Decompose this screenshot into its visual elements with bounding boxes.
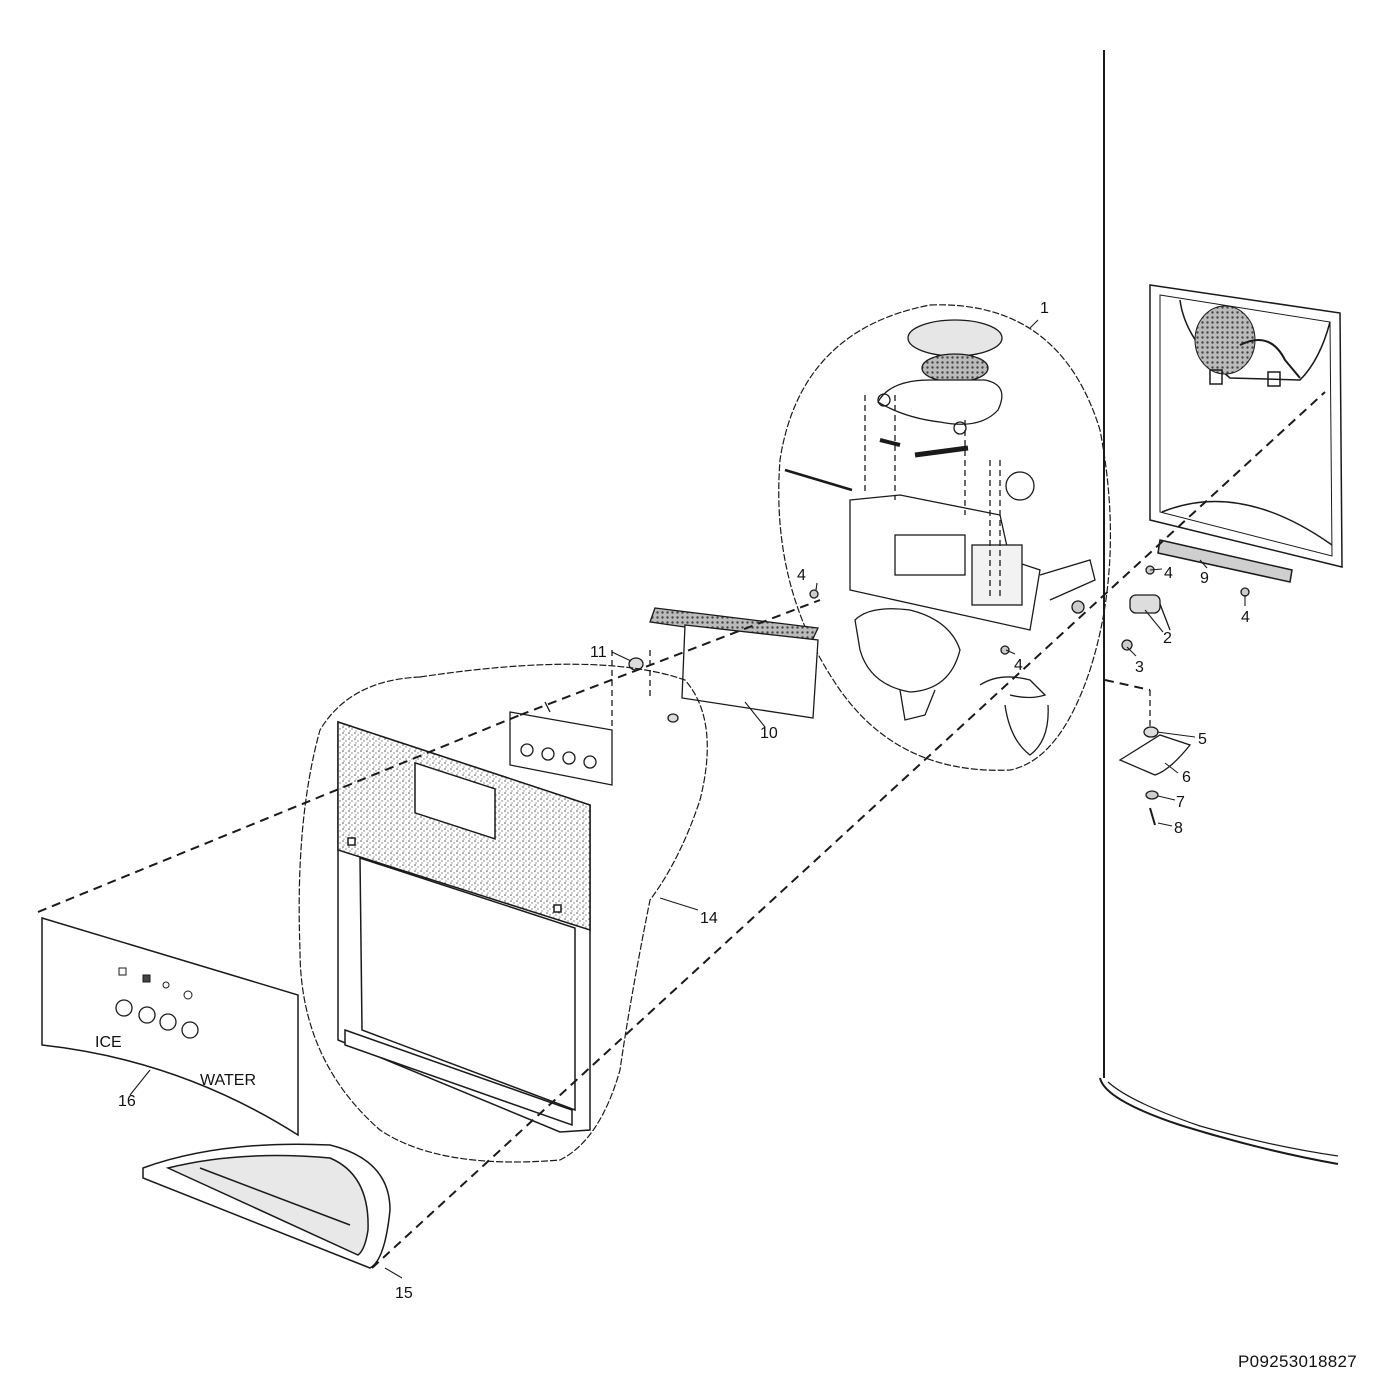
part-10-panel xyxy=(649,607,819,719)
panel-buttons xyxy=(115,999,199,1039)
callout-4-right-top: 4 xyxy=(1164,565,1173,582)
part-14-group-outline xyxy=(298,663,708,1163)
callout-4-right-bottom: 4 xyxy=(1241,609,1250,626)
dispenser-mechanism-assembly xyxy=(784,319,1096,756)
panel-crushed-ice-icon xyxy=(142,974,151,983)
dispenser-facade xyxy=(337,720,591,1133)
assembly-dashed-lines xyxy=(37,391,1326,1269)
callout-11: 11 xyxy=(590,644,607,661)
ice-label: ICE xyxy=(95,1034,122,1051)
part-1-group-outline xyxy=(778,304,1111,771)
callout-5: 5 xyxy=(1198,731,1207,748)
callout-10: 10 xyxy=(760,725,778,742)
fastener-parts xyxy=(809,565,1250,655)
callout-3: 3 xyxy=(1135,659,1144,676)
callout-6: 6 xyxy=(1182,769,1191,786)
control-module xyxy=(509,650,651,786)
leader-lines xyxy=(129,319,1246,1279)
callout-2: 2 xyxy=(1163,630,1172,647)
dispenser-recess-housing xyxy=(1149,284,1343,568)
part-11-clip xyxy=(628,657,679,723)
callout-9: 9 xyxy=(1200,570,1209,587)
callout-8: 8 xyxy=(1174,820,1183,837)
part-9-trim-strip xyxy=(1157,539,1293,583)
callout-14: 14 xyxy=(700,910,718,927)
panel-ice-cube-icon xyxy=(118,967,127,976)
part-15-drip-tray xyxy=(142,1143,391,1269)
diagram-code: P09253018827 xyxy=(1238,1352,1357,1371)
callout-4-center: 4 xyxy=(1014,657,1023,674)
callout-4-left: 4 xyxy=(797,567,806,584)
water-label: WATER xyxy=(200,1072,256,1089)
part-2-lamp-socket xyxy=(1129,594,1171,631)
refrigerator-door xyxy=(1099,50,1339,1165)
panel-water-drop-icon xyxy=(183,990,193,1000)
callout-16: 16 xyxy=(118,1093,136,1110)
panel-light-icon xyxy=(162,981,170,989)
callout-7: 7 xyxy=(1176,794,1185,811)
callout-1: 1 xyxy=(1040,300,1049,317)
parts-5-to-8-bracket-hardware xyxy=(1118,690,1192,826)
callout-15: 15 xyxy=(395,1285,413,1302)
